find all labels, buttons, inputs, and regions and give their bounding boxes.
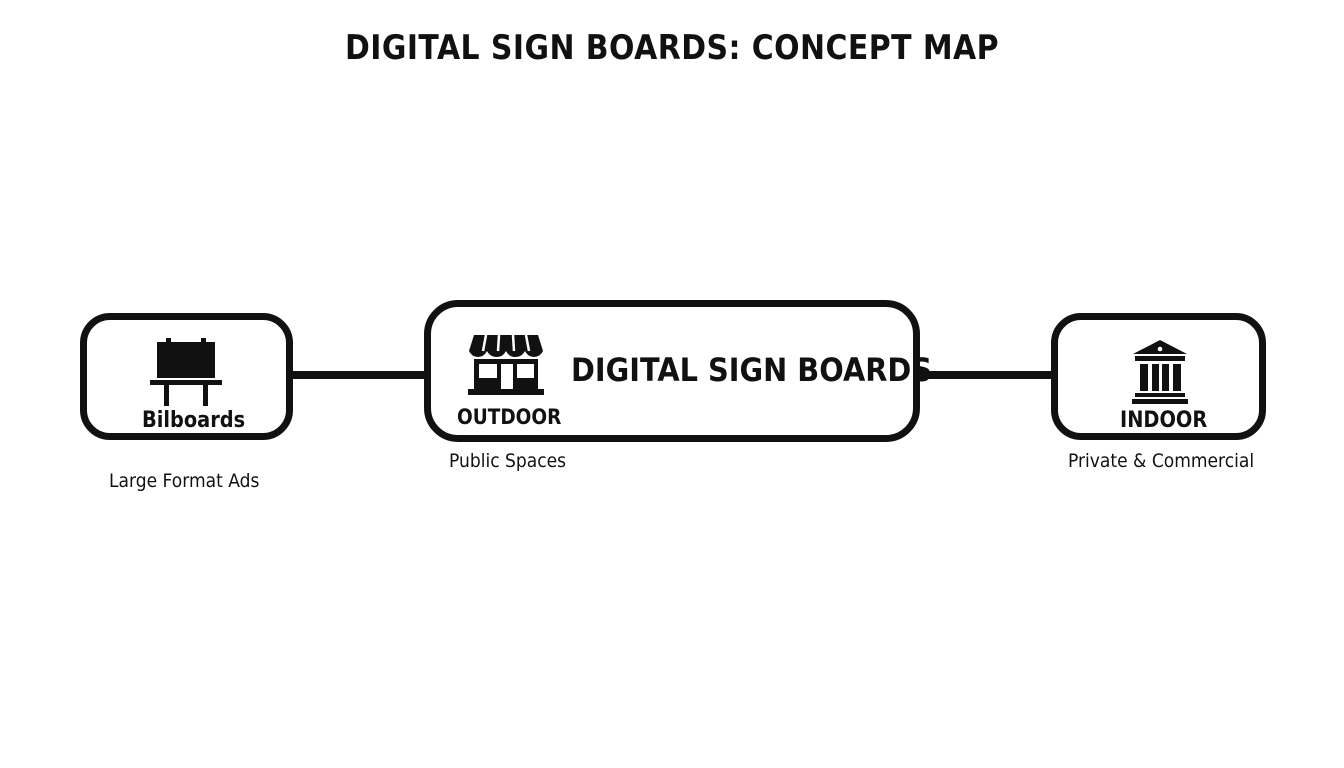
storefront-icon [468,334,544,395]
billboards-label: Bilboards [142,408,246,433]
billboard-icon [150,338,222,406]
billboards-caption: Large Format Ads [109,470,260,492]
building-columns-icon [1132,340,1188,404]
billboards-node[interactable]: Bilboards [80,313,293,440]
indoor-label: INDOOR [1120,408,1208,433]
page-title: DIGITAL SIGN BOARDS: CONCEPT MAP [344,28,1000,68]
outdoor-caption: Public Spaces [449,450,567,472]
indoor-node[interactable]: INDOOR [1051,313,1266,440]
indoor-caption: Private & Commercial [1068,450,1255,472]
central-concept-title: DIGITAL SIGN BOARDS [571,351,933,389]
connector-left [290,371,428,379]
connector-right [916,371,1054,379]
digital-sign-boards-node[interactable]: DIGITAL SIGN BOARDS OUTDOOR [424,300,932,442]
outdoor-label: OUTDOOR [457,405,562,429]
